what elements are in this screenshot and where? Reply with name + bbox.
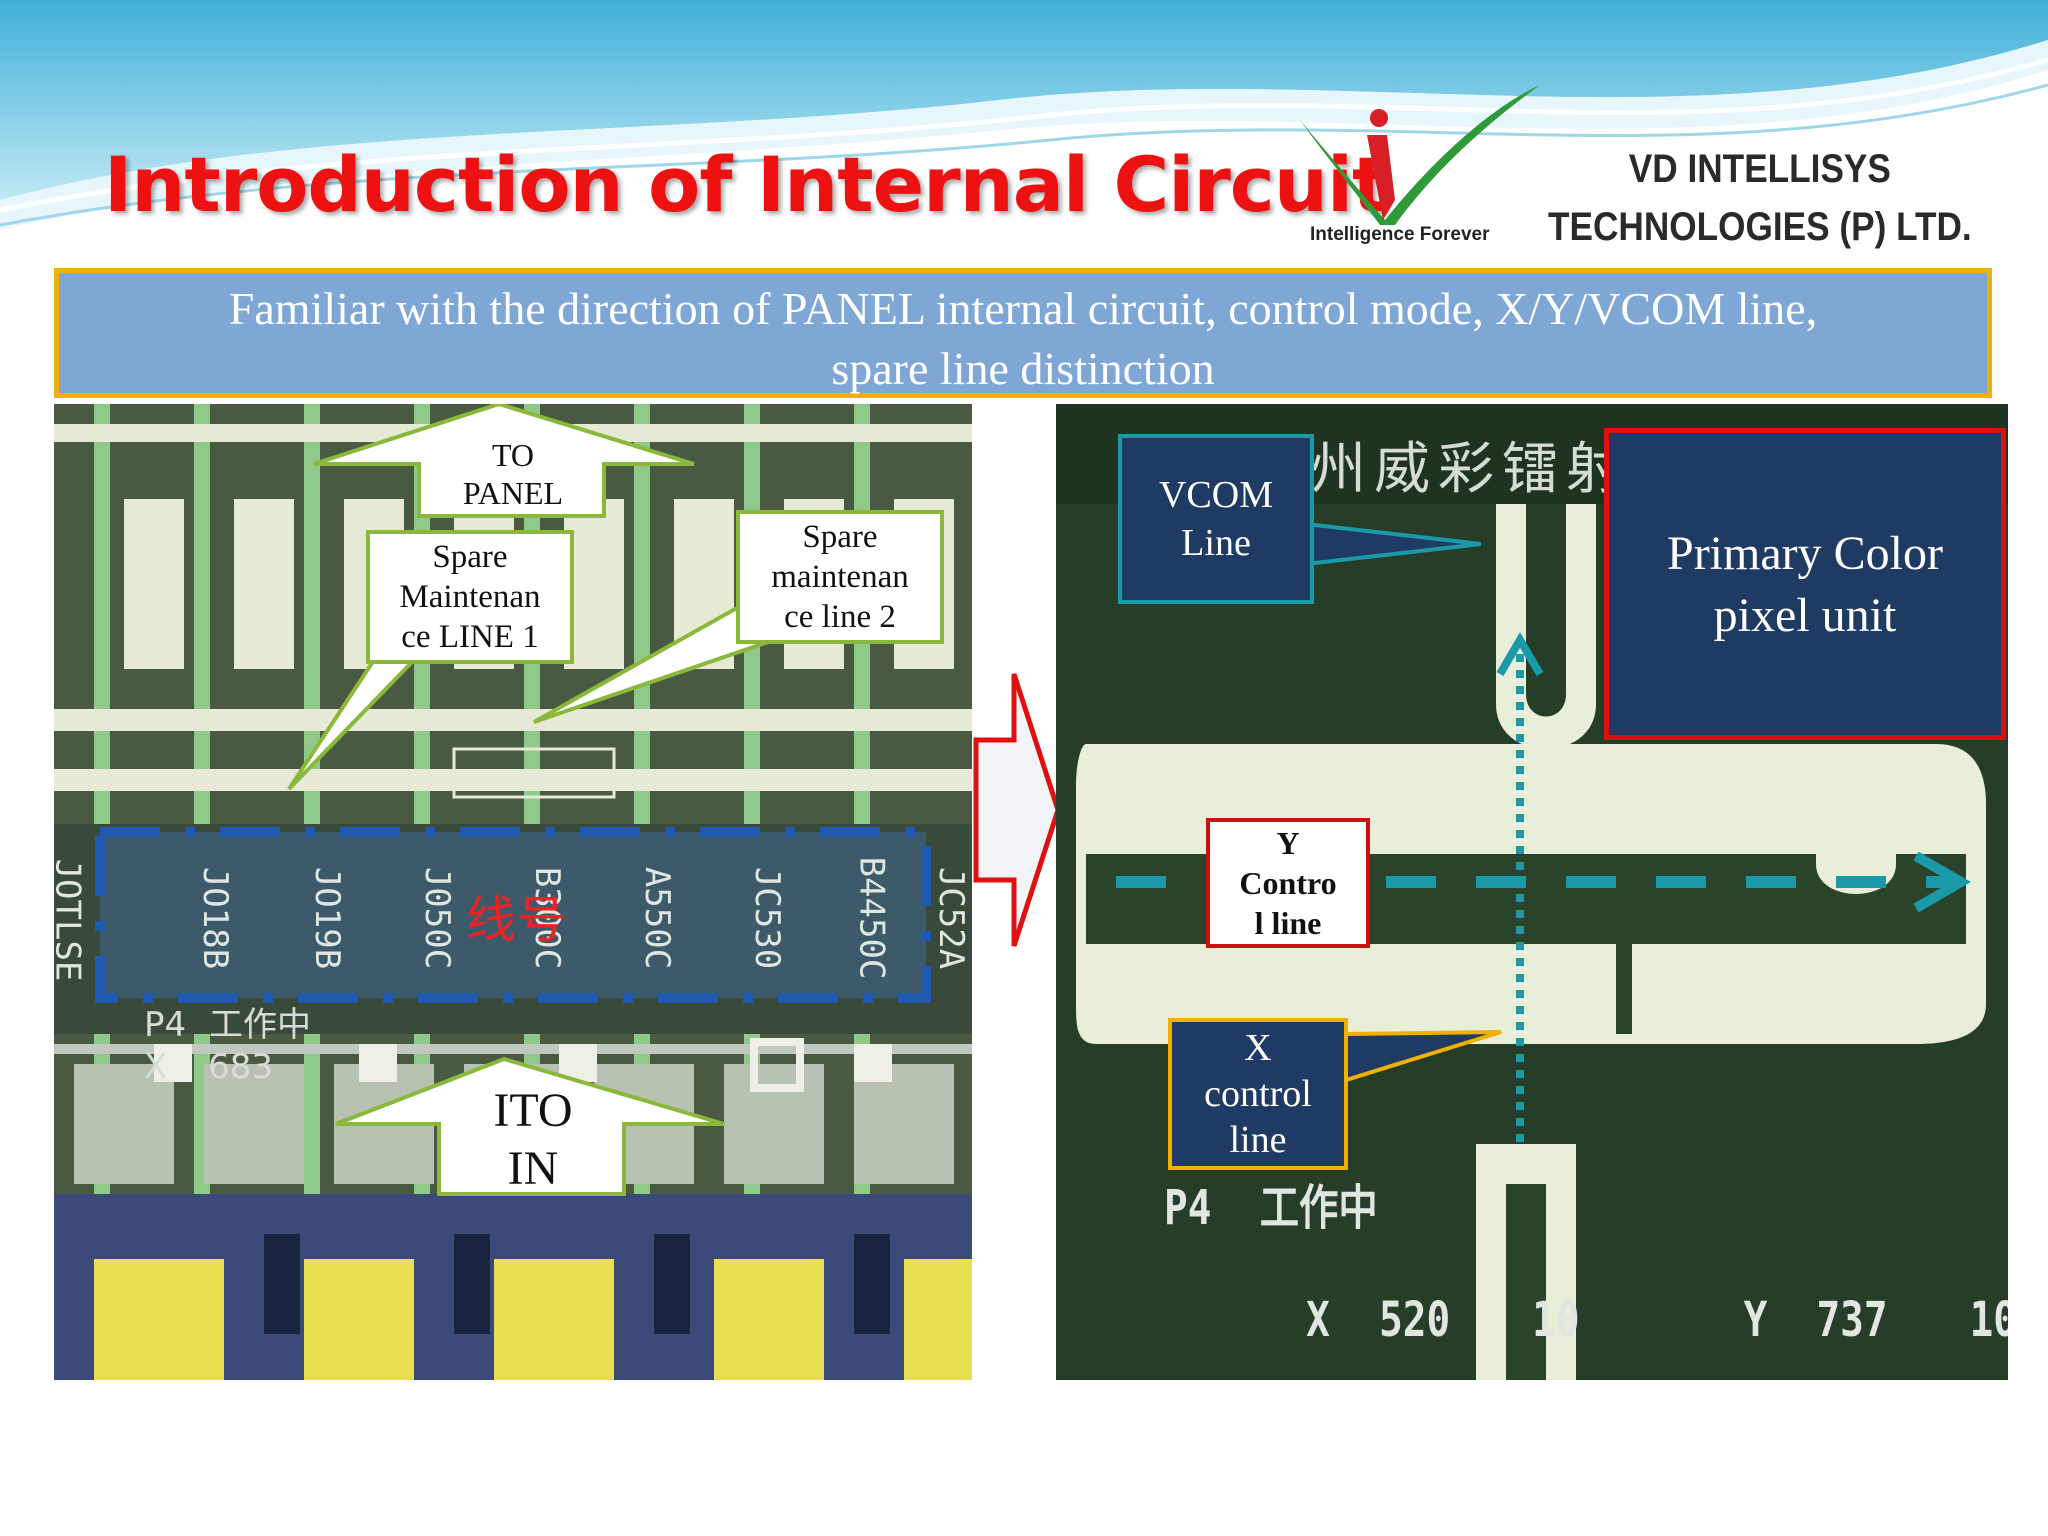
x-coordinate-value: 520 xyxy=(1379,1292,1451,1348)
company-line-2: TECHNOLOGIES (P) LTD. xyxy=(1548,205,1972,249)
spare2-line-3: ce line 2 xyxy=(784,599,896,635)
to-panel-line-1: TO xyxy=(491,437,535,473)
page-title: Introduction of Internal Circuit xyxy=(104,140,1388,229)
left-status-readout: P4 工作中 X 683 xyxy=(144,1004,311,1088)
status-p4: P4 xyxy=(144,1005,187,1045)
chip-code: B4450C xyxy=(851,856,892,980)
status-x-value: 683 xyxy=(208,1047,274,1087)
header-waves xyxy=(0,0,2048,230)
status-x: X xyxy=(144,1047,168,1087)
chip-code: JC52A xyxy=(931,866,972,970)
spare2-line-2: maintenan xyxy=(771,559,909,595)
y-line-1: Y xyxy=(1276,825,1300,861)
vd-logo-icon xyxy=(1300,85,1540,225)
subtitle-line-2: spare line distinction xyxy=(831,343,1215,394)
y-line-3: l line xyxy=(1254,905,1322,941)
status-working: 工作中 xyxy=(1259,1180,1378,1236)
chip-code: JC530 xyxy=(747,866,788,970)
chip-code: JO18B xyxy=(195,866,236,970)
status-working: 工作中 xyxy=(208,1005,311,1045)
chip-code: JO19B xyxy=(307,866,348,970)
spare1-line-1: Spare xyxy=(432,539,508,575)
status-p4: P4 xyxy=(1164,1180,1212,1236)
x-line-3: line xyxy=(1229,1119,1287,1161)
ito-in-label: ITO IN xyxy=(444,1080,622,1200)
right-arrow-icon xyxy=(973,673,1061,947)
y-coordinate-value: 737 xyxy=(1816,1292,1888,1348)
y-line-2: Contro xyxy=(1239,865,1337,901)
to-panel-label: TO PANEL xyxy=(424,434,602,514)
primary-color-pixel-callout: Primary Color pixel unit xyxy=(1604,428,2006,740)
ito-line-2: IN xyxy=(507,1142,559,1195)
to-panel-line-2: PANEL xyxy=(462,475,564,511)
vcom-line-callout: VCOM Line xyxy=(1118,434,1314,604)
spare2-line-1: Spare xyxy=(802,519,878,555)
left-circuit-drawing xyxy=(54,404,972,1380)
subtitle-line-1: Familiar with the direction of PANEL int… xyxy=(228,283,1818,334)
y-coordinate-label: Y xyxy=(1743,1292,1768,1348)
spare-line-2-callout: Spare maintenan ce line 2 xyxy=(736,510,944,644)
right-circuit-photo: 广州威彩镭射控制系统 VCOM Line Primary Color pixel… xyxy=(1056,404,2008,1380)
vcom-line-1: VCOM xyxy=(1158,474,1274,516)
spare1-line-2: Maintenan xyxy=(399,579,541,615)
x-line-2: control xyxy=(1204,1073,1312,1115)
chip-code: JOTLSE xyxy=(54,858,88,982)
x-line-1: X xyxy=(1244,1027,1272,1069)
logo-tagline: Intelligence Forever xyxy=(1310,224,1490,245)
ito-line-1: ITO xyxy=(493,1084,573,1137)
chip-code: A550C xyxy=(637,866,678,970)
vcom-line-2: Line xyxy=(1181,522,1251,564)
y-step-value: 10 xyxy=(1969,1292,2008,1348)
subtitle-banner: Familiar with the direction of PANEL int… xyxy=(54,268,1992,398)
left-circuit-photo: JOTLSE JO18B JO19B J050C B300C A550C JC5… xyxy=(54,404,972,1380)
x-coordinate-label: X xyxy=(1306,1292,1330,1348)
x-step-value: 10 xyxy=(1532,1292,1580,1348)
primary-line-1: Primary Color xyxy=(1667,527,1943,580)
x-control-line-callout: X control line xyxy=(1168,1018,1348,1170)
line-number-label: 线号 xyxy=(466,891,566,949)
y-control-line-callout: Y Contro l line xyxy=(1206,818,1370,948)
primary-line-2: pixel unit xyxy=(1713,589,1897,642)
company-name: VD INTELLISYS TECHNOLOGIES (P) LTD. xyxy=(1548,140,1972,256)
spare1-line-3: ce LINE 1 xyxy=(401,619,539,655)
spare-line-1-callout: Spare Maintenan ce LINE 1 xyxy=(366,530,574,664)
right-status-readout: P4 工作中 X 520 10 Y 737 10 xyxy=(1164,1180,2008,1380)
company-line-1: VD INTELLISYS xyxy=(1628,147,1891,191)
chip-code: J050C xyxy=(417,866,458,970)
